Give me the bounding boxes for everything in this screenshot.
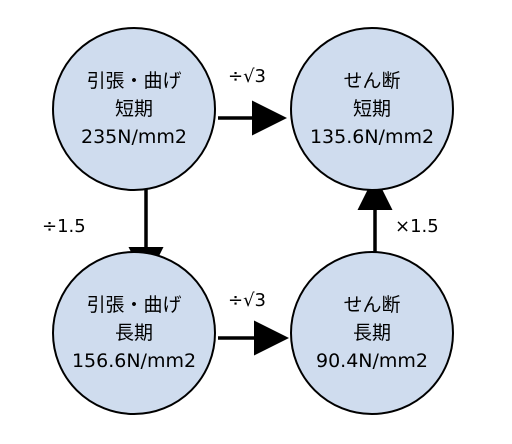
node-title: せん断 [343, 70, 401, 92]
node-title: 引張・曲げ [86, 70, 182, 92]
node-shear-long: せん断 長期 90.4N/mm2 [290, 251, 454, 415]
node-tension-long: 引張・曲げ 長期 156.6N/mm2 [52, 251, 216, 415]
node-title: せん断 [343, 294, 401, 316]
node-term: 短期 [352, 98, 391, 120]
node-title: 引張・曲げ [86, 294, 182, 316]
node-shear-short: せん断 短期 135.6N/mm2 [290, 27, 454, 191]
node-value: 135.6N/mm2 [309, 126, 435, 148]
node-value: 90.4N/mm2 [315, 350, 429, 372]
node-value: 156.6N/mm2 [71, 350, 197, 372]
node-term: 短期 [114, 98, 153, 120]
node-term: 長期 [114, 322, 153, 344]
edge-label-top: ÷√3 [228, 66, 267, 87]
node-value: 235N/mm2 [81, 126, 187, 148]
node-term: 長期 [352, 322, 391, 344]
edge-label-right: ×1.5 [395, 216, 439, 237]
edge-label-bottom: ÷√3 [228, 290, 267, 311]
edge-label-left: ÷1.5 [42, 216, 86, 237]
node-tension-short: 引張・曲げ 短期 235N/mm2 [52, 27, 216, 191]
